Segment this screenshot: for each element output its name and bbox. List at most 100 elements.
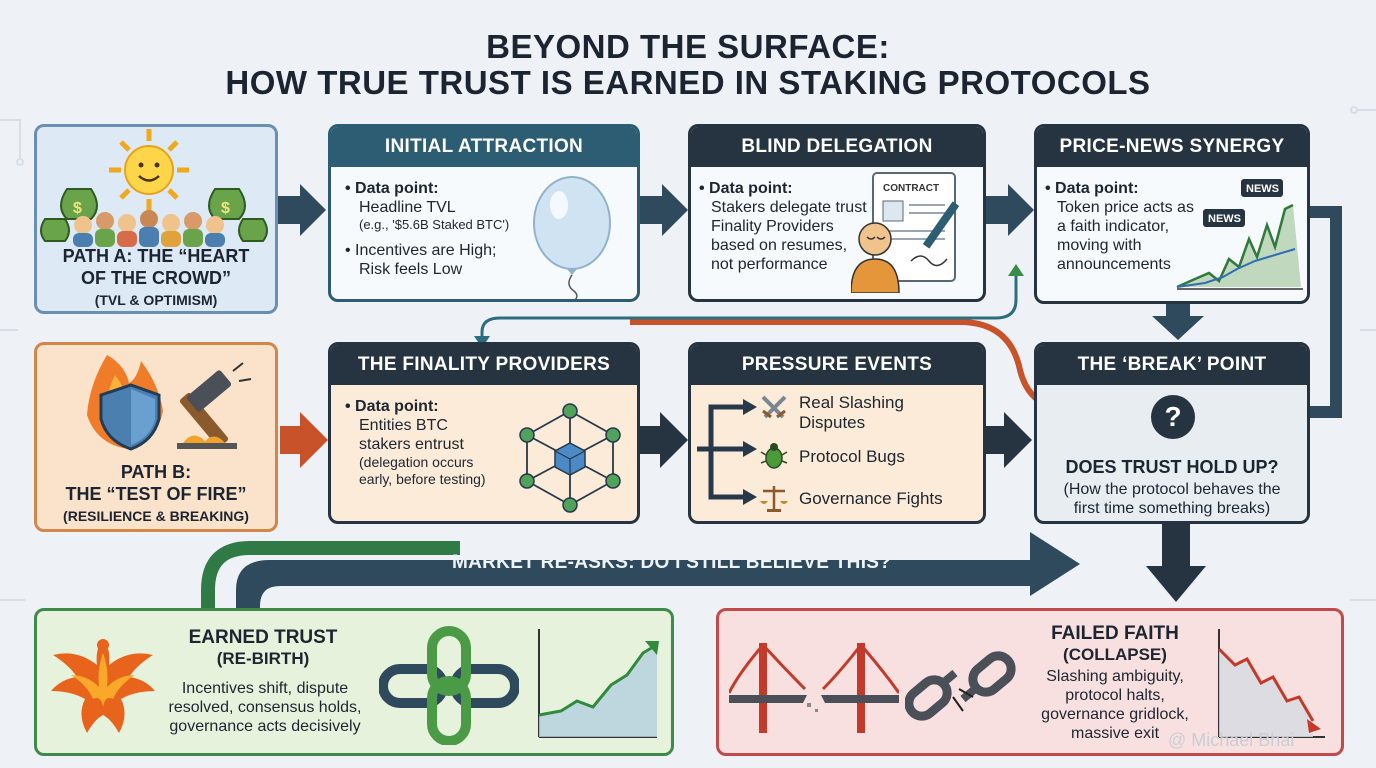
finality-small-1: (delegation occurs <box>359 454 474 470</box>
finality-header: THE FINALITY PROVIDERS <box>331 345 637 385</box>
pressure-header: PRESSURE EVENTS <box>691 345 983 385</box>
price-news-card: PRICE-NEWS SYNERGY • Data point: Token p… <box>1034 124 1310 304</box>
earned-trust-card: EARNED TRUST (RE-BIRTH) Incentives shift… <box>34 608 674 756</box>
break-point-card: THE ‘BREAK’ POINT ? DOES TRUST HOLD UP? … <box>1034 342 1310 524</box>
svg-text:$: $ <box>221 200 230 217</box>
arrow-b-to-finality <box>280 412 328 468</box>
failed-line-3: governance gridlock, <box>1041 706 1189 723</box>
path-b-panel: PATH B: THE “TEST OF FIRE” (RESILIENCE &… <box>34 342 278 532</box>
pressure-events-card: PRESSURE EVENTS Real Slashing Disputes P… <box>688 342 986 524</box>
finality-line-2: stakers entrust <box>359 436 464 453</box>
arrow-break-to-failed <box>1146 522 1206 602</box>
rising-chart-icon <box>538 629 659 738</box>
contract-icon: CONTRACT <box>851 172 960 293</box>
pressure-item-governance: Governance Fights <box>799 489 943 508</box>
finality-dp-label: • Data point: <box>345 398 439 415</box>
path-b-title-line1: PATH B: <box>120 462 192 482</box>
finality-line-1: Entities BTC <box>359 417 448 434</box>
shield-fire-icon <box>87 355 163 451</box>
initial-dp-example: (e.g., '$5.6B Staked BTC') <box>359 217 510 232</box>
price-chart-icon: NEWS NEWS <box>1176 179 1303 290</box>
path-a-title-line2: OF THE CROWD” <box>81 268 231 288</box>
blind-line-3: based on resumes, <box>711 237 848 254</box>
path-a-title-line1: PATH A: THE “HEART <box>62 246 250 266</box>
pressure-item-slashing: Real Slashing <box>799 393 904 412</box>
bug-icon <box>760 443 788 469</box>
market-band <box>236 532 1080 608</box>
arrow-blind-to-price <box>986 184 1034 236</box>
arrow-initial-to-blind <box>640 184 688 236</box>
arrow-finality-to-pressure <box>640 412 688 468</box>
failed-title-2: (COLLAPSE) <box>1063 645 1167 664</box>
shield-fire-illustration <box>87 355 252 451</box>
blind-dp-label: • Data point: <box>699 180 793 197</box>
pressure-branch-arrows <box>697 399 757 505</box>
earned-line-3: governance acts decisively <box>169 718 361 735</box>
pressure-item-disputes: Disputes <box>799 413 866 432</box>
blind-delegation-header: BLIND DELEGATION <box>691 127 983 167</box>
earned-line-1: Incentives shift, dispute <box>181 680 349 697</box>
path-b-subtitle: (RESILIENCE & BREAKING) <box>63 508 249 524</box>
failed-line-2: protocol halts, <box>1065 687 1165 704</box>
initial-attraction-header: INITIAL ATTRACTION <box>331 127 637 167</box>
arrow-price-to-break <box>1152 304 1204 340</box>
teal-return-arrow <box>480 270 1018 340</box>
page-title-line2: HOW TRUE TRUST IS EARNED IN STAKING PROT… <box>225 64 1151 101</box>
arrow-pressure-to-break <box>986 412 1032 468</box>
initial-dp-label: • Data point: <box>345 180 439 197</box>
earned-line-2: resolved, consensus holds, <box>168 699 362 716</box>
market-reasks-text: MARKET RE-ASKS: DO I STILL BELIEVE THIS? <box>452 552 892 573</box>
path-b-title-line2: THE “TEST OF FIRE” <box>65 484 247 504</box>
price-line-3: moving with <box>1057 237 1142 254</box>
failed-line-1: Slashing ambiguity, <box>1046 668 1184 685</box>
chain-icon <box>379 626 519 745</box>
svg-text:$: $ <box>73 200 82 217</box>
pressure-item-bugs: Protocol Bugs <box>799 447 905 466</box>
swords-icon <box>761 395 787 419</box>
price-line-1: Token price acts as <box>1057 199 1194 216</box>
balloon-icon <box>533 176 611 299</box>
price-line-4: announcements <box>1057 256 1171 273</box>
news-tag-1: NEWS <box>1246 183 1279 195</box>
price-news-header: PRICE-NEWS SYNERGY <box>1037 127 1307 167</box>
money-bag-icon: $ $ <box>40 188 268 242</box>
blind-line-4: not performance <box>711 256 828 273</box>
break-question: DOES TRUST HOLD UP? <box>1065 457 1279 477</box>
watermark: @ Michael Bhai <box>1168 730 1295 750</box>
break-header: THE ‘BREAK’ POINT <box>1037 345 1307 385</box>
sun-icon <box>109 129 189 211</box>
crowd-illustration: $ $ <box>40 129 268 247</box>
falling-chart-icon <box>1217 629 1325 738</box>
break-sub-2: first time something breaks) <box>1073 500 1271 517</box>
initial-attraction-card: INITIAL ATTRACTION • Data point: Headlin… <box>328 124 640 302</box>
failed-title-1: FAILED FAITH <box>1051 623 1179 644</box>
price-line-2: a faith indicator, <box>1057 218 1170 235</box>
hammer-icon <box>177 362 252 449</box>
path-a-panel: $ $ PATH A: THE “HEART OF THE CROWD” (TV… <box>34 124 278 314</box>
news-tag-2: NEWS <box>1208 213 1241 225</box>
finality-small-2: early, before testing) <box>359 471 486 487</box>
failed-line-4: massive exit <box>1070 725 1160 742</box>
initial-dp-value: Headline TVL <box>359 199 456 216</box>
break-sub-1: (How the protocol behaves the <box>1063 481 1281 498</box>
initial-risk: Risk feels Low <box>359 261 463 278</box>
earned-title-2: (RE-BIRTH) <box>216 649 310 668</box>
phoenix-icon <box>51 639 155 733</box>
broken-bridge-icon <box>729 643 899 733</box>
contract-label: CONTRACT <box>883 183 939 194</box>
scales-icon <box>760 486 788 512</box>
failed-faith-card: FAILED FAITH (COLLAPSE) Slashing ambigui… <box>716 608 1344 756</box>
initial-incentives: • Incentives are High; <box>345 242 497 259</box>
question-icon: ? <box>1151 395 1195 439</box>
path-a-subtitle: (TVL & OPTIMISM) <box>94 292 218 308</box>
green-return-curve <box>201 541 460 612</box>
broken-chain-icon <box>905 651 1016 721</box>
finality-providers-card: THE FINALITY PROVIDERS • Data point: Ent… <box>328 342 640 524</box>
blind-delegation-card: BLIND DELEGATION • Data point: Stakers d… <box>688 124 986 302</box>
arrow-a-to-initial <box>278 184 326 236</box>
earned-title-1: EARNED TRUST <box>188 627 338 648</box>
blind-line-1: Stakers delegate trust <box>711 199 867 216</box>
blind-line-2: Finality Providers <box>711 218 834 235</box>
price-dp-label: • Data point: <box>1045 180 1139 197</box>
